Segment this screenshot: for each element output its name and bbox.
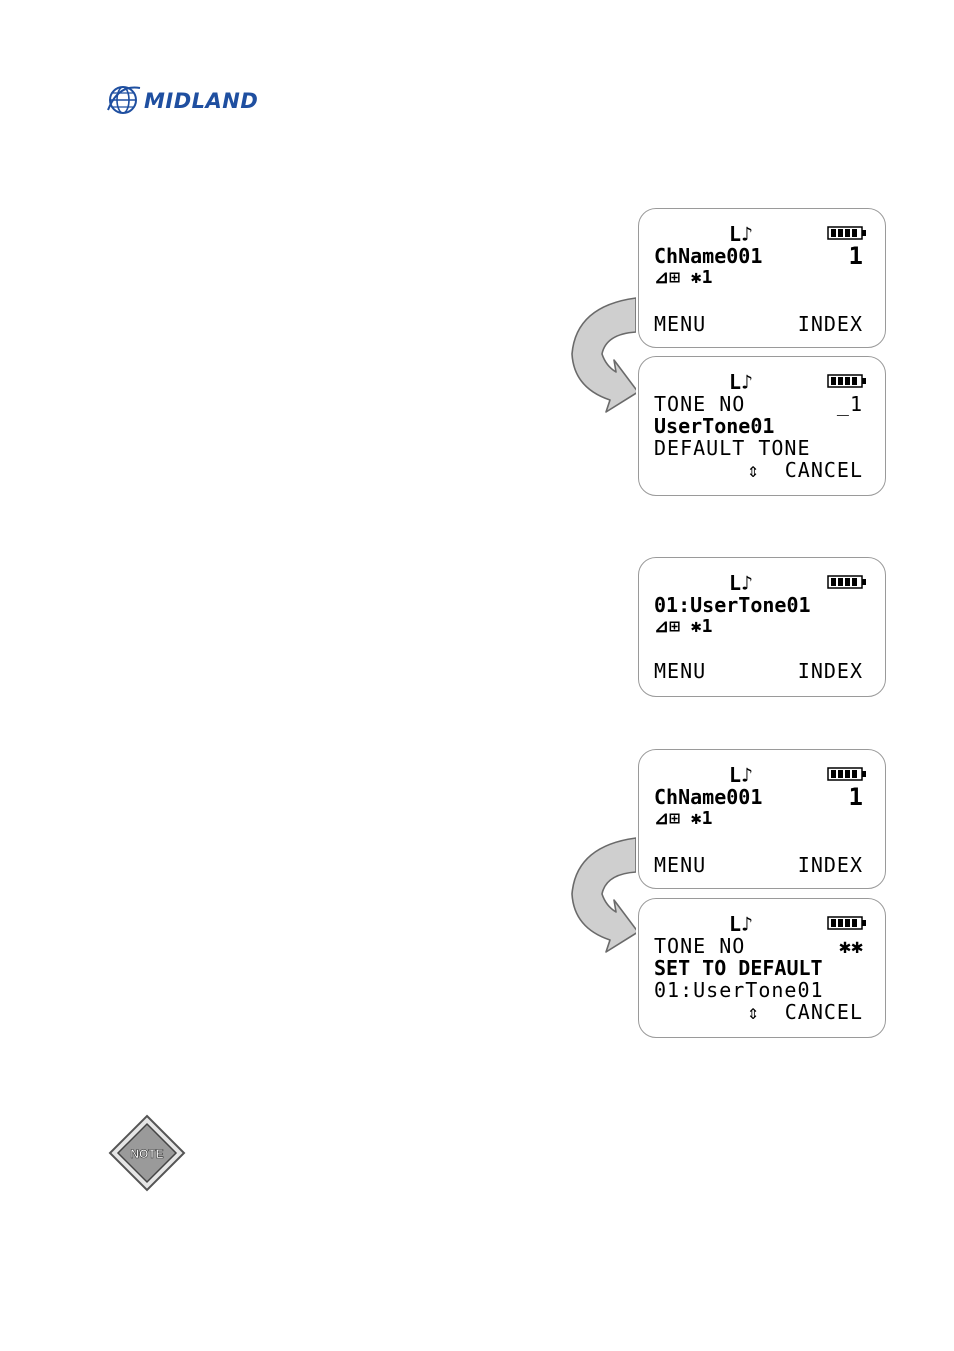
signal-icons: ⊿⊞ ✱1 [654,267,712,289]
softkey-index[interactable]: INDEX [798,854,863,876]
scroll-arrows-icon[interactable]: ⇕ [747,1001,759,1023]
tone-no-value: _1 [837,393,863,415]
status-indicator: L♪ [729,764,753,786]
lcd-screen-channel: L♪ ChName001 1 ⊿⊞ ✱1 MENU INDEX [638,208,886,348]
status-indicator: L♪ [729,913,753,935]
curved-arrow-icon [566,296,636,416]
channel-number: 1 [849,245,863,267]
set-to-default-label: SET TO DEFAULT [654,957,823,979]
tone-no-label: TONE NO [654,935,745,957]
lcd-screen-usertone: L♪ 01:UserTone01 ⊿⊞ ✱1 MENU INDEX [638,557,886,697]
status-indicator: L♪ [729,572,753,594]
tone-name: 01:UserTone01 [654,979,824,1001]
softkey-menu[interactable]: MENU [654,313,706,335]
curved-arrow-icon [566,836,636,956]
tone-no-value: ✱✱ [839,935,863,957]
softkey-menu[interactable]: MENU [654,660,706,682]
channel-name: ChName001 [654,245,762,267]
softkey-index[interactable]: INDEX [798,313,863,335]
battery-icon [827,575,867,589]
channel-number: 1 [849,786,863,808]
logo-wordmark: MIDLAND [144,89,258,113]
default-tone-label: DEFAULT TONE [654,437,811,459]
globe-icon [106,80,142,120]
signal-icons: ⊿⊞ ✱1 [654,616,712,638]
signal-icons: ⊿⊞ ✱1 [654,808,712,830]
lcd-screen-channel: L♪ ChName001 1 ⊿⊞ ✱1 MENU INDEX [638,749,886,889]
tone-name: UserTone01 [654,415,774,437]
softkey-cancel[interactable]: CANCEL [785,1001,863,1023]
midland-logo: MIDLAND [106,80,306,120]
note-icon: NOTE [108,1114,186,1192]
softkey-cancel[interactable]: CANCEL [785,459,863,481]
battery-icon [827,767,867,781]
softkey-index[interactable]: INDEX [798,660,863,682]
softkey-menu[interactable]: MENU [654,854,706,876]
tone-name: 01:UserTone01 [654,594,811,616]
status-indicator: L♪ [729,371,753,393]
battery-icon [827,374,867,388]
battery-icon [827,916,867,930]
tone-no-label: TONE NO [654,393,745,415]
status-indicator: L♪ [729,223,753,245]
lcd-screen-set-default: L♪ TONE NO ✱✱ SET TO DEFAULT 01:UserTone… [638,898,886,1038]
channel-name: ChName001 [654,786,762,808]
scroll-arrows-icon[interactable]: ⇕ [747,459,759,481]
battery-icon [827,226,867,240]
lcd-screen-tone-no: L♪ TONE NO _1 UserTone01 DEFAULT TONE ⇕ … [638,356,886,496]
note-label: NOTE [130,1147,163,1161]
